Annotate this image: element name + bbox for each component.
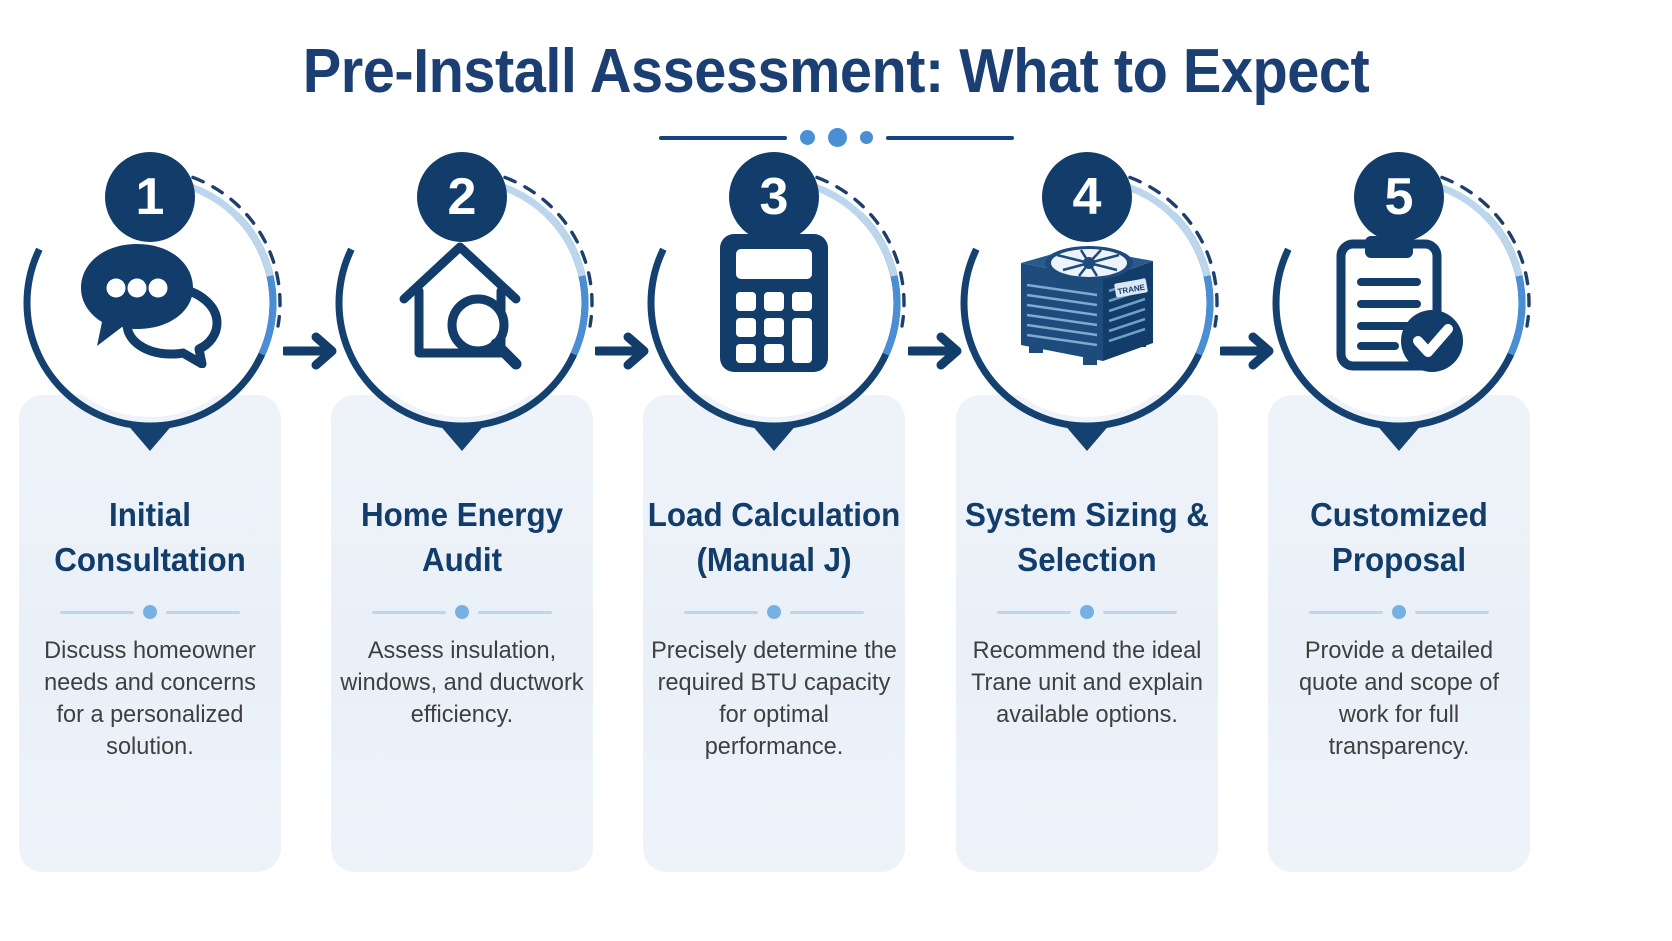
title-divider (0, 128, 1672, 147)
step-2-divider (362, 605, 562, 619)
step-4-card-body (956, 395, 1218, 872)
divider-dot-1 (799, 130, 815, 145)
step-2-number-badge: 2 (417, 152, 507, 242)
step-1-divider-line-left (60, 610, 134, 614)
step-1-description: Discuss homeowner needs and concerns for… (44, 637, 256, 760)
step-1-pointer (126, 423, 174, 451)
page-title: Pre-Install Assessment: What to Expect (302, 37, 1370, 106)
divider-line-left (658, 135, 787, 140)
step-2-pointer (438, 423, 486, 451)
arrow-right-icon (280, 330, 343, 372)
step-3-number-badge: 3 (729, 152, 819, 242)
step-4-divider-dot (1080, 605, 1094, 619)
step-5-pointer (1375, 423, 1423, 451)
step-4-pointer (1063, 423, 1111, 451)
divider-dot-3 (859, 131, 873, 144)
step-2-title: Home Energy Audit (360, 496, 564, 578)
step-3-pointer (750, 423, 798, 451)
divider-line-right (885, 135, 1014, 140)
step-5-divider-dot (1392, 605, 1406, 619)
step-3-circle: 3 (647, 152, 906, 451)
step-1-circle: 1 (23, 152, 282, 451)
house-magnifier-icon (348, 189, 576, 417)
step-1-title: Initial Consultation (54, 496, 246, 578)
ac-condenser-unit-icon: TRANE (973, 189, 1201, 417)
step-3-divider (674, 605, 874, 619)
step-3-description: Precisely determine the required BTU cap… (651, 637, 897, 760)
step-2-circle: 2 (335, 152, 594, 451)
step-2-description: Assess insulation, windows, and ductwork… (340, 637, 584, 728)
step-1-number-badge: 1 (105, 152, 195, 242)
step-4-title: System Sizing & Selection (965, 496, 1209, 578)
step-4-circle: TRANE 4 (960, 152, 1219, 451)
step-2-card-body (331, 395, 593, 872)
step-5-divider-line-left (1309, 610, 1383, 614)
step-1-divider (50, 605, 250, 619)
step-1-card-body (19, 395, 281, 872)
step-3-title: Load Calculation (Manual J) (647, 496, 901, 578)
step-3-divider-line-left (684, 610, 758, 614)
divider-dot-2 (827, 128, 847, 147)
step-3-divider-line-right (790, 610, 864, 614)
step-1-divider-dot (143, 605, 157, 619)
step-5-circle: 5 (1272, 152, 1531, 451)
speech-bubbles-icon (36, 189, 264, 417)
step-2-divider-dot (455, 605, 469, 619)
step-4-divider-line-right (1103, 610, 1177, 614)
step-1-divider-line-right (166, 610, 240, 614)
step-5-number-badge: 5 (1354, 152, 1444, 242)
step-5-divider-line-right (1415, 610, 1489, 614)
step-5-divider (1299, 605, 1499, 619)
step-5-description: Provide a detailed quote and scope of wo… (1298, 637, 1500, 760)
step-2-divider-line-left (372, 610, 446, 614)
step-5-card-body (1268, 395, 1530, 872)
arrow-right-icon (1217, 330, 1280, 372)
step-4-divider (987, 605, 1187, 619)
step-5-title: Customized Proposal (1310, 496, 1488, 578)
calculator-icon (660, 189, 888, 417)
arrow-right-icon (905, 330, 968, 372)
step-3-card-body (643, 395, 905, 872)
step-2-divider-line-right (478, 610, 552, 614)
step-4-number-badge: 4 (1042, 152, 1132, 242)
step-4-divider-line-left (997, 610, 1071, 614)
step-3-divider-dot (767, 605, 781, 619)
step-4-description: Recommend the ideal Trane unit and expla… (971, 637, 1203, 728)
arrow-right-icon (592, 330, 655, 372)
